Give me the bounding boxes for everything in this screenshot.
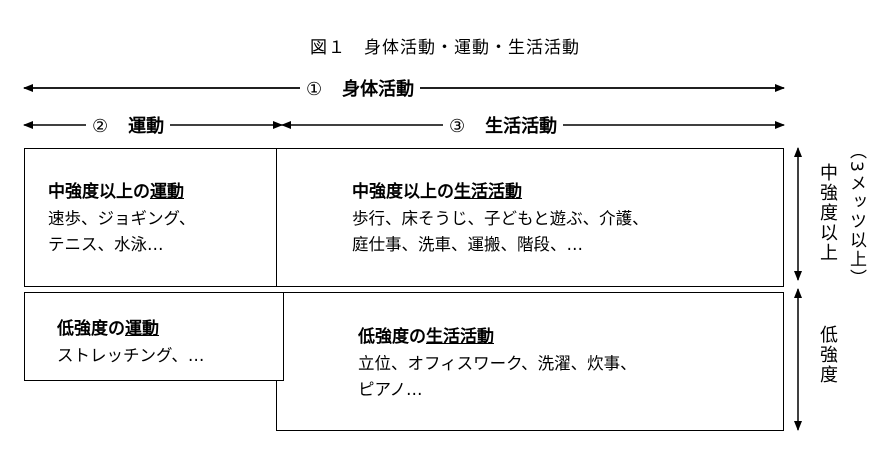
moderate-life-activity-box <box>276 148 784 287</box>
moderate-exercise-line-2: テニス、水泳… <box>48 235 164 254</box>
low-intensity-label: 低強度 <box>817 325 838 385</box>
low-exercise-heading: 低強度の運動 <box>57 315 204 343</box>
circled-number-1: ① <box>306 79 323 100</box>
moderate-exercise-line-1: 速歩、ジョギング、 <box>48 209 196 228</box>
heading-underlined: 運動 <box>150 182 184 202</box>
low-life-activity-heading: 低強度の生活活動 <box>358 323 637 351</box>
mets-note-label: （3メッツ以上） <box>846 142 866 288</box>
moderate-intensity-label: 中強度以上 <box>817 163 838 263</box>
low-exercise-box <box>24 292 284 381</box>
moderate-life-activity-line-2: 庭仕事、洗車、運搬、階段、… <box>352 235 583 254</box>
low-life-activity-line-2: ピアノ… <box>358 380 423 399</box>
moderate-life-activity-line-1: 歩行、床そうじ、子どもと遊ぶ、介護、 <box>352 209 649 228</box>
life-activity-text: 生活活動 <box>485 116 558 137</box>
heading-underlined: 運動 <box>125 319 159 339</box>
figure-title: 図１ 身体活動・運動・生活活動 <box>310 38 580 58</box>
low-life-activity-line-1: 立位、オフィスワーク、洗濯、炊事、 <box>358 354 637 373</box>
heading-prefix: 中強度以上の <box>352 182 454 202</box>
moderate-life-activity-content: 中強度以上の生活活動 歩行、床そうじ、子どもと遊ぶ、介護、 庭仕事、洗車、運搬、… <box>352 178 649 258</box>
moderate-life-activity-heading: 中強度以上の生活活動 <box>352 178 649 206</box>
low-life-activity-content: 低強度の生活活動 立位、オフィスワーク、洗濯、炊事、 ピアノ… <box>358 323 637 403</box>
heading-prefix: 中強度以上の <box>48 182 150 202</box>
low-exercise-line-1: ストレッチング、… <box>57 346 205 365</box>
heading-underlined: 生活活動 <box>426 327 494 347</box>
exercise-text: 運動 <box>128 116 165 137</box>
heading-prefix: 低強度の <box>358 327 426 347</box>
moderate-exercise-heading: 中強度以上の運動 <box>48 178 195 206</box>
exercise-label: ② 運動 <box>86 112 171 138</box>
low-life-activity-box <box>276 292 784 431</box>
circled-number-3: ③ <box>449 116 466 137</box>
low-exercise-content: 低強度の運動 ストレッチング、… <box>57 315 204 369</box>
moderate-exercise-content: 中強度以上の運動 速歩、ジョギング、 テニス、水泳… <box>48 178 195 258</box>
circled-number-2: ② <box>92 116 109 137</box>
physical-activity-text: 身体活動 <box>342 79 415 100</box>
heading-prefix: 低強度の <box>57 319 125 339</box>
heading-underlined: 生活活動 <box>454 182 522 202</box>
physical-activity-label: ① 身体活動 <box>300 75 421 101</box>
life-activity-label: ③ 生活活動 <box>443 112 564 138</box>
